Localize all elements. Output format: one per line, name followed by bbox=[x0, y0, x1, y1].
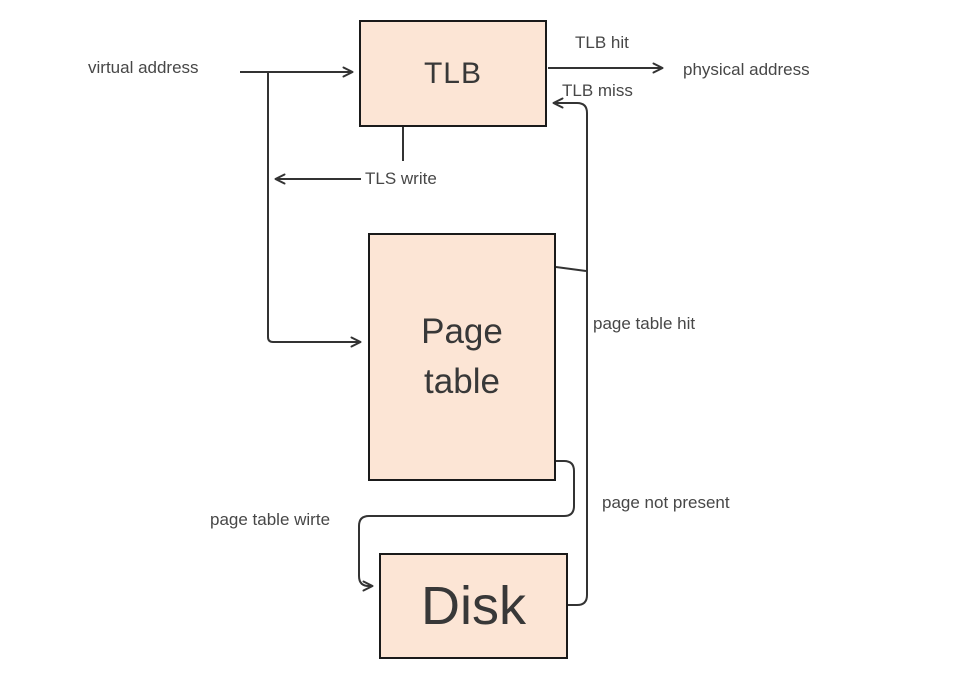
tlb-hit-label: TLB hit bbox=[575, 33, 629, 52]
page-not-present-label: page not present bbox=[602, 493, 730, 512]
tlb-box-label: TLB bbox=[423, 56, 483, 90]
physical-address-label: physical address bbox=[683, 60, 810, 79]
page-table-hit-line bbox=[555, 266, 587, 272]
page-table-write-label: page table wirte bbox=[210, 510, 331, 529]
virtual-address-to-page-table-arrow bbox=[267, 73, 362, 348]
tls-write-label: TLS write bbox=[365, 169, 437, 188]
tlb-miss-label: TLB miss bbox=[562, 81, 633, 100]
disk-box-label: Disk bbox=[421, 576, 526, 636]
tlb-box[interactable]: TLB bbox=[359, 20, 547, 127]
page-table-hit-label: page table hit bbox=[593, 314, 696, 333]
disk-box[interactable]: Disk bbox=[379, 553, 568, 659]
page-table-box-label: Page table bbox=[421, 311, 503, 401]
page-table-box[interactable]: Page table bbox=[368, 233, 556, 481]
virtual-address-label: virtual address bbox=[88, 58, 199, 77]
tlb-miss-return-arrow bbox=[552, 97, 588, 606]
page-not-present-arrow bbox=[358, 460, 575, 592]
